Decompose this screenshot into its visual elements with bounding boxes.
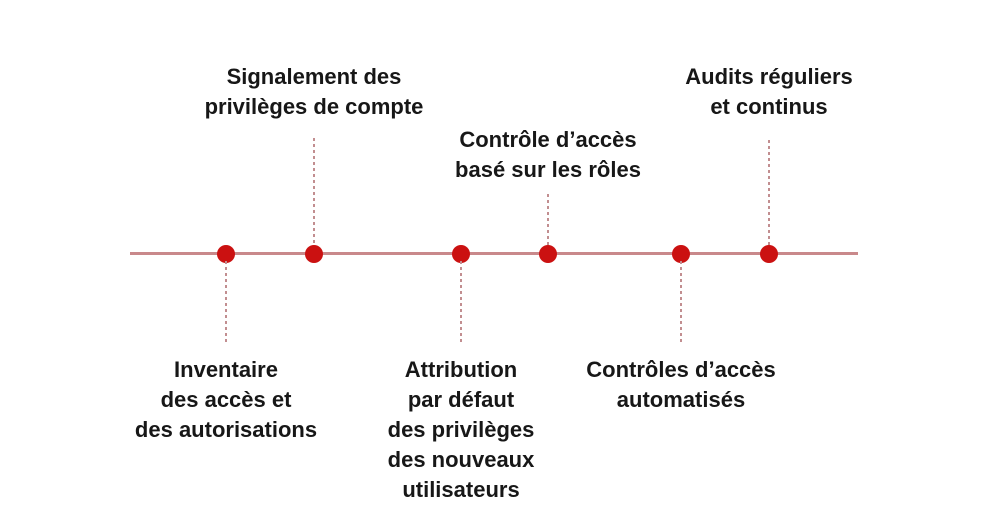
milestone-label: Inventaire des accès et des autorisation… xyxy=(134,357,318,442)
milestone-label: Attribution par défaut des privilèges de… xyxy=(387,357,535,502)
timeline-dot xyxy=(672,245,690,263)
timeline-connector xyxy=(768,140,770,246)
timeline-connector xyxy=(547,194,549,246)
timeline-connector xyxy=(313,138,315,246)
timeline-connector xyxy=(225,261,227,345)
timeline-axis xyxy=(130,252,858,255)
timeline-dot xyxy=(452,245,470,263)
timeline-dot xyxy=(305,245,323,263)
milestone-label: Signalement des privilèges de compte xyxy=(204,64,424,119)
timeline-dot xyxy=(539,245,557,263)
milestone-label: Audits réguliers et continus xyxy=(685,64,853,119)
timeline-connector xyxy=(680,261,682,345)
timeline-dot xyxy=(760,245,778,263)
timeline-dot xyxy=(217,245,235,263)
milestone-label: Contrôles d’accès automatisés xyxy=(586,357,776,412)
milestone-label: Contrôle d’accès basé sur les rôles xyxy=(455,127,641,182)
timeline-connector xyxy=(460,261,462,345)
